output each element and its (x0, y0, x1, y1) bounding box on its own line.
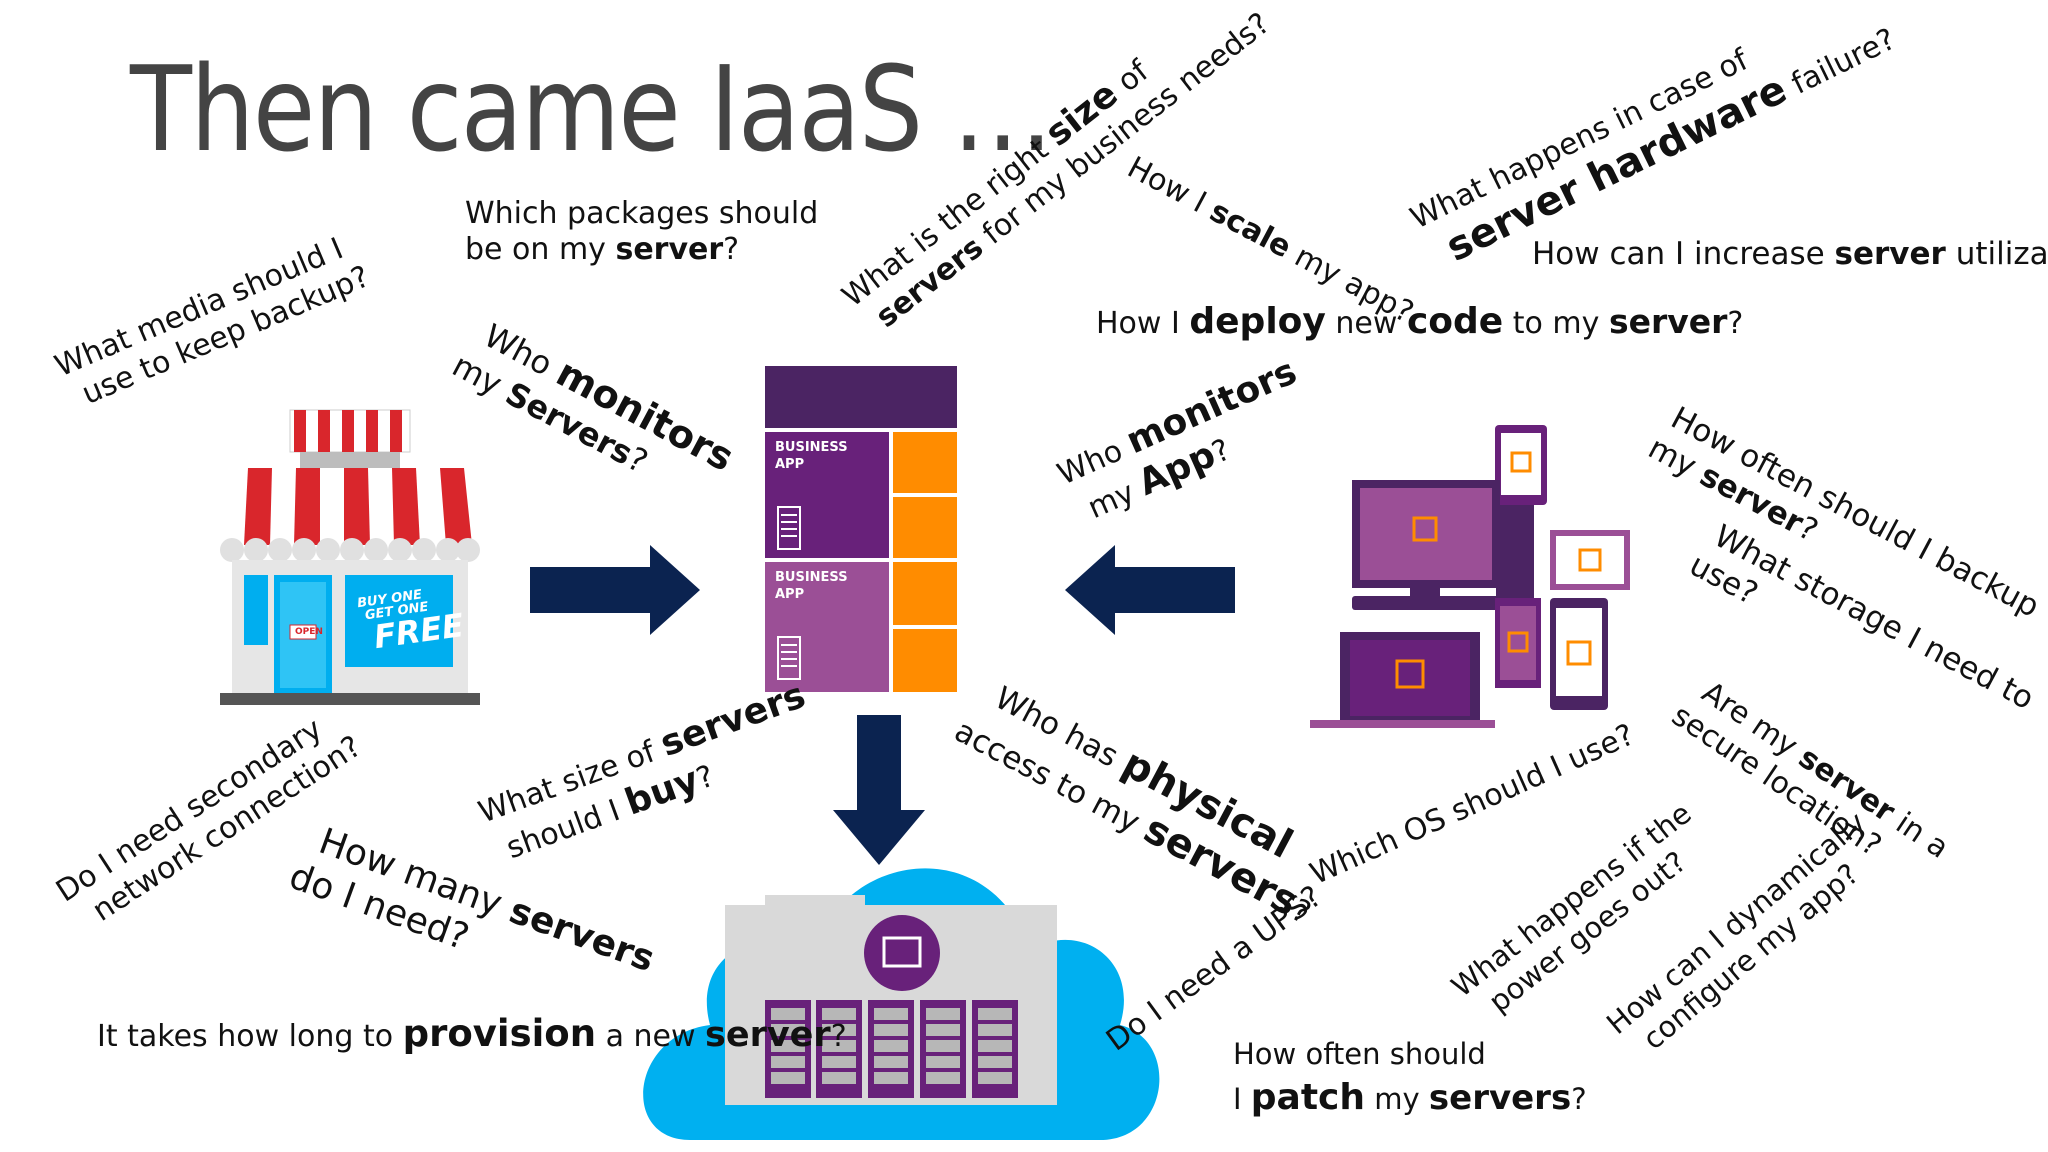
question-packages: Which packages should be on my server? (465, 196, 819, 267)
business-app-block-1: BUSINESS APP (765, 432, 889, 558)
server-icon (777, 506, 801, 550)
question-monitors-app: Who monitors my App? (1052, 351, 1303, 527)
cloud-datacenter-icon (643, 868, 1160, 1140)
arrow-down-icon (833, 715, 925, 865)
orange-block-4 (893, 629, 957, 692)
orange-block-2 (893, 497, 957, 558)
question-patch: How often should I patch my servers? (1233, 1037, 1587, 1119)
orange-block-3 (893, 562, 957, 625)
business-app-label-2: BUSINESS APP (775, 570, 848, 602)
arrow-right-icon (530, 545, 700, 635)
shop-door-sign: OPEN (295, 627, 323, 637)
question-how-many-servers: How many servers do I need? (283, 820, 660, 981)
question-utilization: How can I increase server utilization? (1532, 236, 2048, 272)
orange-block-1 (893, 432, 957, 493)
arrow-left-icon (1065, 545, 1235, 635)
server-stack-top (765, 366, 957, 428)
server-icon (777, 636, 801, 680)
shop-sign-text: BUY ONE GET ONE FREE (356, 587, 467, 657)
business-app-block-2: BUSINESS APP (765, 562, 889, 692)
slide-title: Then came IaaS … (130, 40, 1054, 178)
question-deploy: How I deploy new code to my server? (1096, 301, 1744, 342)
server-stack: BUSINESS APP BUSINESS APP (765, 366, 957, 692)
question-monitors-servers: Who monitors my Servers? (446, 316, 741, 481)
question-backup-media: What media should I use to keep backup? (50, 231, 375, 412)
devices-icon (1310, 425, 1630, 728)
business-app-label-1: BUSINESS APP (775, 440, 848, 472)
shop-icon (220, 409, 480, 705)
question-provision: It takes how long to provision a new ser… (97, 1012, 847, 1055)
